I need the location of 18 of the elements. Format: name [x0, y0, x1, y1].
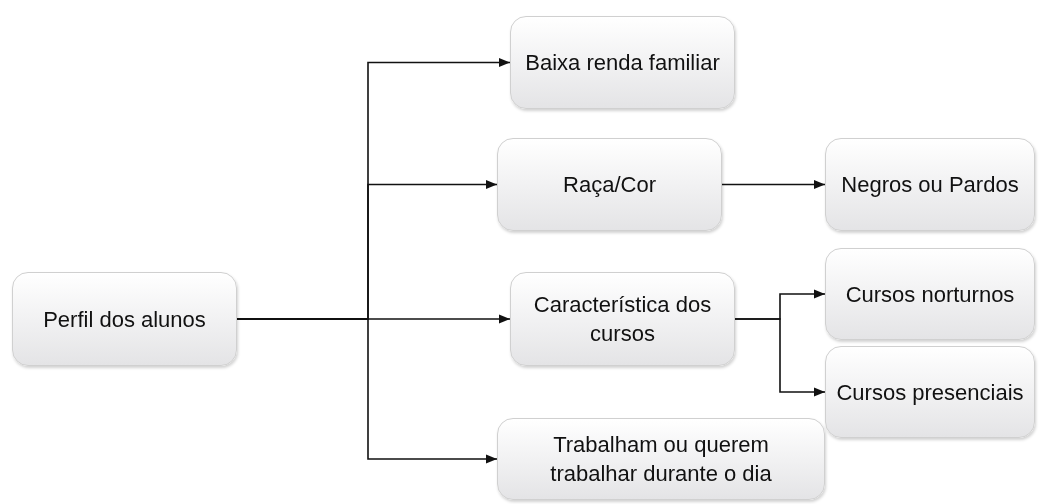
connector-arrow	[721, 180, 826, 189]
rounded-box	[12, 272, 237, 366]
box-label: Cursos norturnos	[845, 280, 1015, 309]
rounded-box	[510, 272, 735, 366]
rounded-box	[497, 138, 722, 231]
connector-arrow	[734, 318, 826, 397]
rounded-box	[497, 418, 825, 500]
box-label: Cursos presenciais	[836, 378, 1024, 407]
rounded-box	[825, 248, 1035, 340]
rounded-box	[510, 16, 735, 109]
rounded-box	[825, 138, 1035, 231]
rounded-box	[825, 346, 1035, 438]
box-label: Negros ou Pardos	[841, 171, 1019, 199]
box-label: Característica dos cursos	[532, 291, 713, 348]
box-label: Baixa renda familiar	[525, 49, 720, 77]
box-label: Raça/Cor	[563, 171, 656, 199]
box-label: Perfil dos alunos	[43, 305, 206, 334]
box-label: Trabalham ou querem trabalhar durante o dia	[549, 431, 773, 488]
